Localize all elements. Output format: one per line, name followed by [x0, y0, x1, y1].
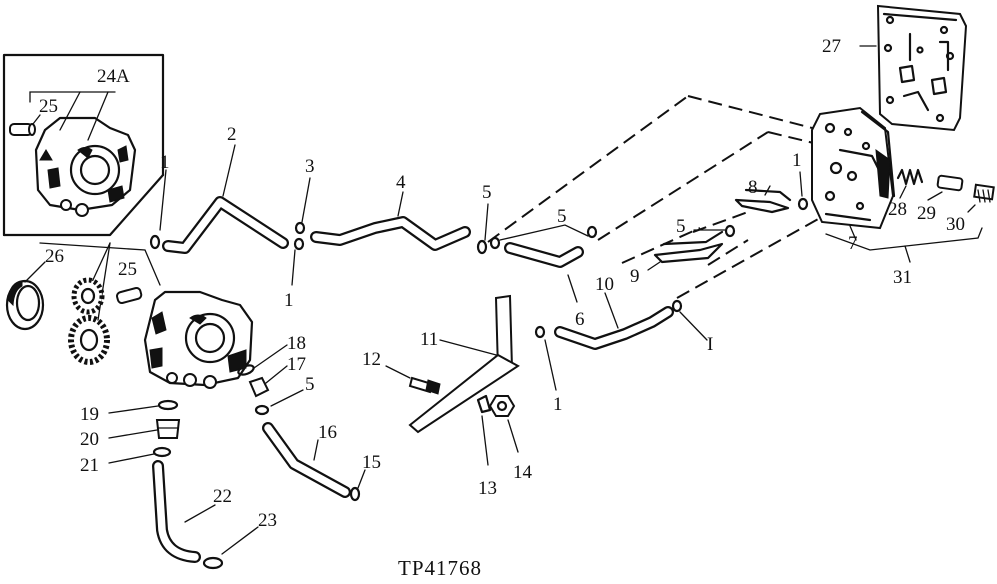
o-rings-3: 3 1 [284, 156, 315, 311]
bracket-11: 11 [408, 294, 520, 434]
label-1-lower: 1 [553, 394, 563, 415]
label-16: 16 [318, 422, 337, 443]
label-17: 17 [287, 354, 306, 375]
pin: 25 [116, 259, 143, 305]
tube-6: 6 [504, 242, 585, 330]
label-10: 10 [595, 274, 614, 295]
label-22: 22 [213, 486, 232, 507]
gear-lower [68, 315, 110, 365]
label-1-right: I [707, 334, 713, 355]
label-18: 18 [287, 333, 306, 354]
label-3: 3 [305, 156, 315, 177]
tube-4: 4 [310, 172, 471, 251]
label-26: 26 [45, 246, 64, 267]
label-21: 21 [80, 455, 99, 476]
label-4: 4 [396, 172, 406, 193]
tube-16: 16 15 [262, 422, 381, 502]
pump-body [143, 290, 254, 389]
plug-29: 29 [917, 174, 964, 224]
o-ring-5b: 5 [489, 206, 598, 250]
label-5-mid: 5 [557, 206, 567, 227]
label-9: 9 [630, 266, 640, 287]
separator-plate: 27 [822, 4, 968, 132]
assembly-dashed-lines [487, 95, 827, 299]
o-ring-5a: 5 [476, 182, 492, 255]
label-5-top: 5 [482, 182, 492, 203]
label-8: 8 [748, 177, 758, 198]
label-1-left: 1 [160, 152, 170, 173]
label-29: 29 [917, 203, 936, 224]
label-24a: 24A [97, 66, 130, 87]
label-1-top: 1 [792, 150, 802, 171]
label-20: 20 [80, 429, 99, 450]
bolt-12: 12 [362, 349, 441, 395]
tube-10: 10 [554, 274, 674, 350]
label-5-lower: 5 [305, 374, 315, 395]
plug-30: 30 [946, 183, 995, 235]
label-6: 6 [575, 309, 585, 330]
seal-ring: 26 [5, 246, 64, 331]
clip-8: 8 [734, 177, 792, 214]
label-31: 31 [893, 267, 912, 288]
inset-pump-detail: 24A 25 [2, 53, 165, 237]
label-28: 28 [888, 199, 907, 220]
label-5-right: 5 [676, 216, 686, 237]
spring-28: 28 [888, 168, 924, 220]
o-ring-1e: I [671, 299, 713, 355]
clip-13-nut-14: 13 14 [476, 394, 533, 499]
label-2: 2 [227, 124, 237, 145]
label-12: 12 [362, 349, 381, 370]
figure-id: TP41768 [398, 556, 482, 579]
label-15: 15 [362, 452, 381, 473]
label-25-inset: 25 [39, 96, 58, 117]
valve-housing: 7 [811, 106, 896, 254]
label-23: 23 [258, 510, 277, 531]
tube-22: 22 23 [152, 460, 277, 570]
label-30: 30 [946, 214, 965, 235]
fitting-group-right: 18 17 5 [237, 333, 315, 416]
o-ring-1d: 1 [792, 150, 809, 211]
tube-2: 2 1 [149, 124, 289, 254]
gear-upper [71, 277, 105, 315]
bracket-31: 31 [825, 227, 983, 288]
fitting-stack: 19 20 21 [80, 399, 181, 476]
label-14: 14 [513, 462, 533, 483]
label-27: 27 [822, 36, 841, 57]
label-13: 13 [478, 478, 497, 499]
label-19: 19 [80, 404, 99, 425]
o-ring-1c: 1 [534, 325, 563, 415]
inset-pump-body [34, 116, 137, 217]
label-1-mid: 1 [284, 290, 294, 311]
o-ring-5c: 5 [676, 216, 736, 238]
inset-pin [9, 123, 36, 136]
label-11: 11 [420, 329, 438, 350]
clip-9: 9 [630, 230, 724, 287]
label-25: 25 [118, 259, 137, 280]
